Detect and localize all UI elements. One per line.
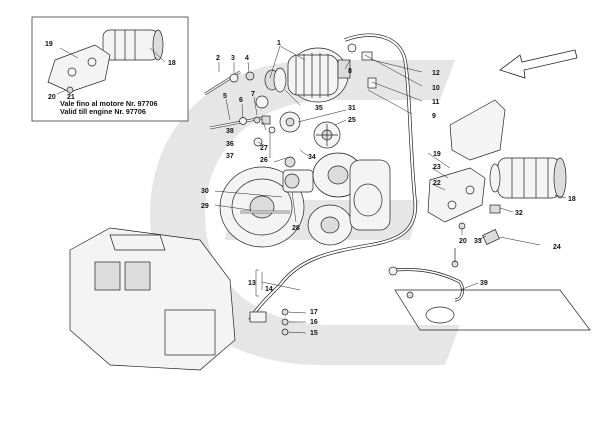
callout-19: 19	[433, 151, 441, 158]
terminal-cover	[482, 229, 500, 245]
callout-16: 16	[310, 319, 318, 326]
callout-labels: 1 2 3 4 5 6 7 8 9 10 11 12 13 14 15 16 1…	[45, 40, 576, 337]
callout-38: 38	[226, 128, 234, 135]
callout-26: 26	[260, 157, 268, 164]
callout-36: 36	[226, 141, 234, 148]
callout-9: 9	[432, 113, 436, 120]
callout-28: 28	[292, 225, 300, 232]
starter-bracket	[427, 167, 486, 223]
callout-3: 3	[231, 55, 235, 62]
floor-panel	[394, 289, 591, 331]
callout-20-inset: 20	[48, 94, 56, 101]
callout-7: 7	[251, 91, 255, 98]
callout-25: 25	[348, 117, 356, 124]
callout-4: 4	[245, 55, 249, 62]
callout-39: 39	[480, 280, 488, 287]
ac-compressor	[307, 152, 391, 246]
callout-18: 18	[568, 196, 576, 203]
alternator	[264, 47, 351, 103]
callout-10: 10	[432, 85, 440, 92]
idler-pulleys	[279, 111, 341, 168]
callout-11: 11	[432, 99, 440, 106]
callout-13: 13	[248, 280, 256, 287]
inset-starter-motor	[102, 29, 164, 61]
callout-27: 27	[260, 145, 268, 152]
callout-29: 29	[201, 203, 209, 210]
callout-17: 17	[310, 309, 318, 316]
inset-mounting-bracket	[47, 44, 111, 93]
callout-1: 1	[277, 40, 281, 47]
engine-bracket-upper	[449, 99, 506, 161]
inset-note-english: Valid till engine Nr. 97706	[60, 107, 146, 116]
ground-strap	[388, 248, 464, 302]
callout-12: 12	[432, 70, 440, 77]
callout-14: 14	[265, 286, 273, 293]
callout-2: 2	[216, 55, 220, 62]
battery-cable	[248, 33, 417, 321]
callout-6: 6	[239, 97, 243, 104]
engine-block-lower	[69, 227, 236, 371]
callout-24: 24	[553, 244, 561, 251]
leader-lines	[214, 45, 567, 334]
callout-5: 5	[223, 93, 227, 100]
spacer	[489, 204, 501, 214]
inset-box: Vale fino al motore Nr. 97706 Valid till…	[31, 16, 189, 122]
callout-22: 22	[433, 180, 441, 187]
callout-20: 20	[459, 238, 467, 245]
belt-tensioner	[282, 169, 314, 193]
callout-8: 8	[348, 68, 352, 75]
callout-18-inset: 18	[168, 60, 176, 67]
callout-32: 32	[515, 210, 523, 217]
callout-37: 37	[226, 153, 234, 160]
callout-bracket	[255, 269, 259, 297]
callout-33: 33	[474, 238, 482, 245]
inset-bolt	[66, 86, 74, 94]
callout-30: 30	[201, 188, 209, 195]
direction-arrow-icon	[499, 49, 578, 79]
callout-15: 15	[310, 330, 318, 337]
callout-19-inset: 19	[45, 41, 53, 48]
starter-motor	[489, 157, 567, 199]
callout-35: 35	[315, 105, 323, 112]
callout-23: 23	[433, 164, 441, 171]
inset-note-italian: Vale fino al motore Nr. 97706	[60, 99, 157, 108]
callout-21-inset: 21	[67, 94, 75, 101]
callout-31: 31	[348, 105, 356, 112]
callout-34: 34	[308, 154, 316, 161]
